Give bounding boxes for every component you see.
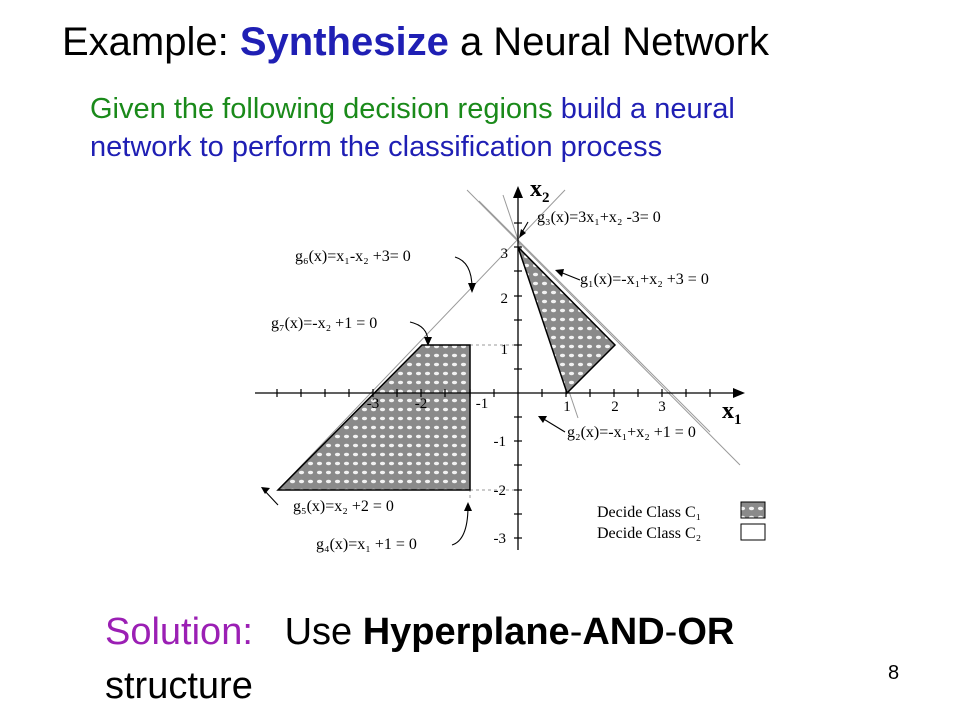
- x-tick-label: 2: [611, 399, 619, 415]
- x-axis-arrow: [733, 388, 745, 398]
- x-tick-label: -3: [367, 396, 380, 412]
- y-tick-label: -2: [494, 483, 507, 499]
- x-tick-label: 1: [563, 399, 571, 415]
- intro-text: Given the following decision regions bui…: [90, 90, 810, 166]
- solution-dash: -: [569, 611, 583, 653]
- solution-text-pre: Use: [284, 611, 363, 653]
- x-axis-label-main: x: [722, 398, 734, 424]
- solution-dash: -: [664, 611, 678, 653]
- equation-g3: g₃(x)=3x₁+x₂ -3= 0: [537, 209, 661, 226]
- y-tick-label: -1: [494, 434, 507, 450]
- leader-g2: [541, 417, 566, 433]
- y-axis-arrow: [513, 186, 523, 198]
- x-tick-label: 3: [658, 399, 666, 415]
- equation-g4: g₄(x)=x₁ +1 = 0: [316, 536, 417, 553]
- intro-green: Given the following decision regions: [90, 93, 553, 125]
- x-axis-label: x1: [722, 398, 742, 428]
- slide-title: Example: Synthesize a Neural Network: [62, 20, 769, 65]
- guide-dashed-lines: [469, 344, 520, 500]
- solution-bold-or: OR: [677, 611, 735, 653]
- line-g1: [466, 189, 741, 466]
- title-highlight: Synthesize: [239, 20, 449, 64]
- x-axis-label-sub: 1: [734, 412, 742, 428]
- y-axis-label: x2: [530, 176, 550, 206]
- x-tick-label: -2: [415, 396, 428, 412]
- solution-text: Solution: Use Hyperplane-AND-OR structur…: [105, 605, 865, 713]
- legend-class1-swatch: [740, 501, 766, 519]
- leader-g1: [559, 271, 581, 281]
- solution-bold-and: AND: [582, 611, 665, 653]
- y-tick-label: 3: [501, 246, 509, 262]
- legend-class1-label: Decide Class C₁: [597, 504, 701, 521]
- page-number: 8: [888, 662, 900, 684]
- leader-g5: [263, 489, 279, 506]
- y-tick-label: -3: [494, 531, 507, 547]
- axis-ticks: [276, 222, 711, 539]
- equation-g7: g₇(x)=-x₂ +1 = 0: [271, 315, 377, 332]
- line-g6: [277, 189, 566, 491]
- y-axis-label-main: x: [530, 176, 542, 202]
- solution-text-post: structure: [105, 665, 253, 707]
- equation-g6: g₆(x)=x₁-x₂ +3= 0: [295, 248, 411, 265]
- title-prefix: Example:: [62, 20, 240, 64]
- solution-label: Solution:: [105, 611, 253, 653]
- y-tick-label: 1: [501, 342, 509, 358]
- solution-bold-hyperplane: Hyperplane: [362, 611, 570, 653]
- class-c1-region-left: [276, 344, 471, 491]
- title-suffix: a Neural Network: [448, 20, 769, 64]
- leader-g4: [451, 505, 469, 546]
- leader-arrowheads: [261, 229, 564, 511]
- legend-class2-swatch: [740, 523, 766, 541]
- equation-g5: g₅(x)=x₂ +2 = 0: [293, 498, 394, 515]
- line-g2: [478, 200, 711, 433]
- y-axis-label-sub: 2: [542, 190, 550, 206]
- equation-g2: g₂(x)=-x₁+x₂ +1 = 0: [567, 424, 696, 441]
- class-c1-region-right: [517, 246, 617, 395]
- x-tick-label: -1: [476, 396, 489, 412]
- equation-g1: g₁(x)=-x₁+x₂ +3 = 0: [580, 271, 709, 288]
- intro-blue: build a neural network to perform the cl…: [90, 93, 735, 163]
- y-tick-label: 2: [501, 291, 509, 307]
- legend-class2-label: Decide Class C₂: [597, 525, 701, 542]
